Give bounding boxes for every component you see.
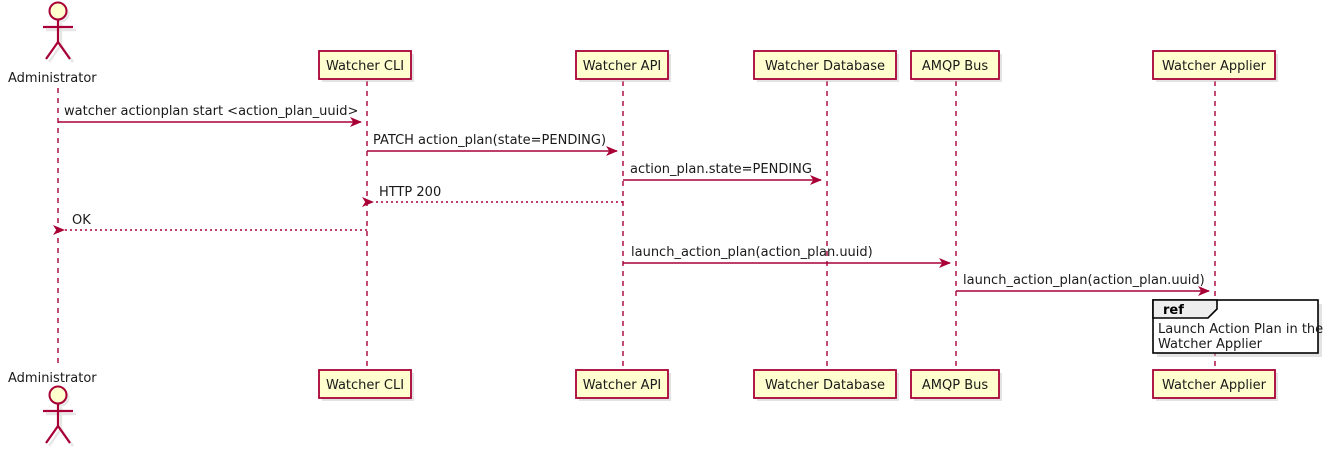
message-label: launch_action_plan(action_plan.uuid) xyxy=(963,273,1205,288)
message-label: watcher actionplan start <action_plan_uu… xyxy=(64,104,358,119)
participant-label-watcher-applier-top: Watcher Applier xyxy=(1162,59,1267,74)
message-label: OK xyxy=(72,213,91,228)
participant-label-watcher-cli-bottom: Watcher CLI xyxy=(326,378,404,393)
ref-keyword-label: ref xyxy=(1163,303,1184,318)
participant-label-amqp-bus-bottom: AMQP Bus xyxy=(922,378,988,393)
actor-stick-figure-icon xyxy=(43,385,73,444)
participant-box xyxy=(575,50,669,80)
participant-label-amqp-bus-top: AMQP Bus xyxy=(922,59,988,74)
participant-box xyxy=(575,369,669,399)
message-6-launch-action-plan-api-to-bus[interactable]: launch_action_plan(action_plan.uuid) xyxy=(623,245,951,268)
participant-box xyxy=(910,369,1000,399)
participant-box xyxy=(753,50,897,80)
participant-watcher-api-bottom[interactable]: Watcher API xyxy=(575,369,671,401)
participant-amqp-bus-top[interactable]: AMQP Bus xyxy=(910,50,1002,82)
participant-box xyxy=(1152,369,1276,399)
message-label: launch_action_plan(action_plan.uuid) xyxy=(631,245,873,260)
ref-body-line-1: Launch Action Plan in the xyxy=(1158,322,1323,337)
participant-box xyxy=(753,369,897,399)
participant-label-watcher-database-bottom: Watcher Database xyxy=(765,378,885,393)
actor-label-administrator-bottom: Administrator xyxy=(8,371,97,386)
participant-box xyxy=(1152,50,1276,80)
actor-label-administrator-top: Administrator xyxy=(8,71,97,86)
message-3-action-plan-state-pending[interactable]: action_plan.state=PENDING xyxy=(623,162,822,185)
participant-label-watcher-applier-bottom: Watcher Applier xyxy=(1162,378,1267,393)
message-label: action_plan.state=PENDING xyxy=(630,162,812,177)
actor-stick-figure-icon xyxy=(43,1,73,60)
ref-fragment[interactable]: ref Launch Action Plan in the Watcher Ap… xyxy=(1152,299,1323,357)
participant-box xyxy=(318,50,412,80)
participant-watcher-api-top[interactable]: Watcher API xyxy=(575,50,671,82)
message-4-http-200[interactable]: HTTP 200 xyxy=(362,185,623,207)
ref-body-line-2: Watcher Applier xyxy=(1158,337,1263,352)
message-1-watcher-actionplan-start[interactable]: watcher actionplan start <action_plan_uu… xyxy=(58,104,362,127)
participant-watcher-database-top[interactable]: Watcher Database xyxy=(753,50,899,82)
participant-watcher-database-bottom[interactable]: Watcher Database xyxy=(753,369,899,401)
lifelines-group xyxy=(57,81,1216,370)
participant-label-watcher-api-top: Watcher API xyxy=(583,59,662,74)
message-7-launch-action-plan-bus-to-applier[interactable]: launch_action_plan(action_plan.uuid) xyxy=(956,273,1210,296)
message-label: HTTP 200 xyxy=(379,185,441,200)
participant-label-watcher-database-top: Watcher Database xyxy=(765,59,885,74)
participant-watcher-applier-top[interactable]: Watcher Applier xyxy=(1152,50,1278,82)
message-2-patch-action-plan[interactable]: PATCH action_plan(state=PENDING) xyxy=(367,133,618,156)
message-label: PATCH action_plan(state=PENDING) xyxy=(373,133,606,148)
participant-amqp-bus-bottom[interactable]: AMQP Bus xyxy=(910,369,1002,401)
participant-watcher-cli-top[interactable]: Watcher CLI xyxy=(318,50,414,82)
participant-watcher-applier-bottom[interactable]: Watcher Applier xyxy=(1152,369,1278,401)
participant-label-watcher-cli-top: Watcher CLI xyxy=(326,59,404,74)
participant-box xyxy=(318,369,412,399)
ref-tab xyxy=(1152,299,1218,319)
actor-administrator-bottom[interactable]: Administrator xyxy=(8,371,97,447)
message-5-ok[interactable]: OK xyxy=(53,213,367,235)
actor-administrator-top[interactable]: Administrator xyxy=(8,1,97,87)
participant-watcher-cli-bottom[interactable]: Watcher CLI xyxy=(318,369,414,401)
participant-label-watcher-api-bottom: Watcher API xyxy=(583,378,662,393)
participant-box xyxy=(910,50,1000,80)
